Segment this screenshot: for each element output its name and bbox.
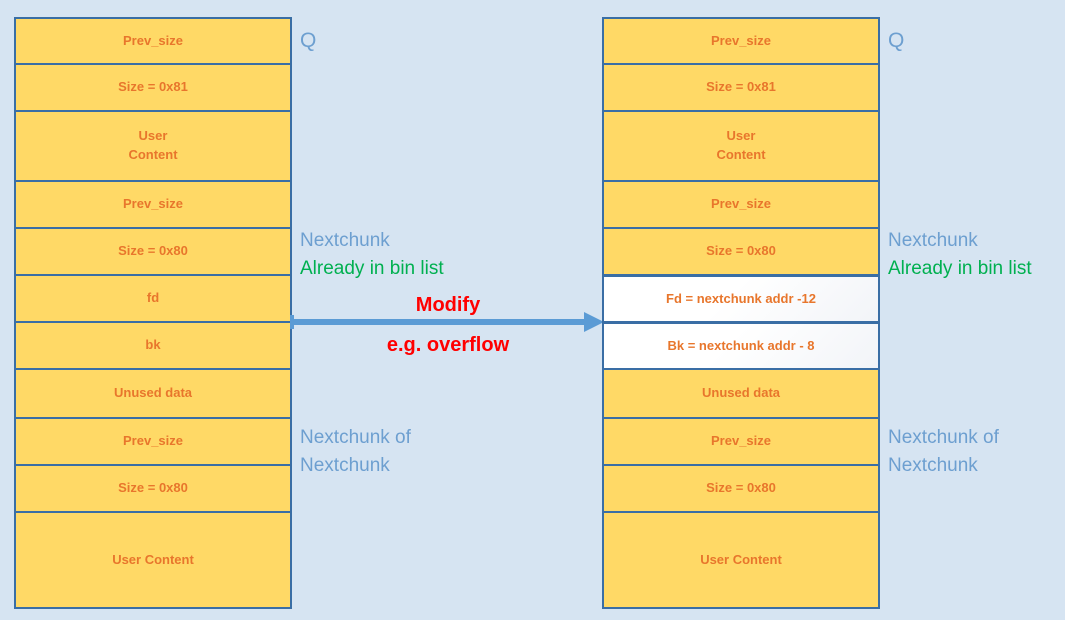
annotation-already-in-bin-list-right: Already in bin list bbox=[888, 258, 1032, 279]
chunk-row: Prev_size bbox=[604, 419, 878, 466]
chunk-row: Size = 0x80 bbox=[604, 466, 878, 513]
chunk-row: User Content bbox=[16, 513, 290, 607]
chunk-row-label: Prev_size bbox=[123, 32, 183, 48]
annotation-nextchunk-left: Nextchunk bbox=[300, 230, 390, 251]
chunk-row-label: Size = 0x80 bbox=[706, 480, 776, 496]
modify-arrow-icon bbox=[290, 312, 604, 332]
chunk-row-label: fd bbox=[146, 290, 160, 306]
annotation-nextchunk-of-nextchunk-right: Nextchunk bbox=[888, 455, 978, 476]
chunk-row-label: Size = 0x80 bbox=[118, 243, 188, 259]
chunk-row-label: User Content bbox=[700, 551, 782, 567]
chunk-row-label: Prev_size bbox=[711, 196, 771, 212]
annotation-nextchunk-of-right: Nextchunk of bbox=[888, 427, 999, 448]
chunk-row-label: Size = 0x81 bbox=[706, 79, 776, 95]
chunk-row-fd: fd bbox=[16, 276, 290, 323]
chunk-row-label: Fd = nextchunk addr -12 bbox=[666, 290, 816, 306]
chunk-row-label: Prev_size bbox=[711, 433, 771, 449]
memory-chunk-after: Prev_size Size = 0x81 User Content Prev_… bbox=[602, 17, 880, 609]
chunk-row: Prev_size bbox=[604, 182, 878, 229]
chunk-row-label: Size = 0x80 bbox=[118, 480, 188, 496]
pointer-label-q-right: Q bbox=[888, 29, 905, 52]
chunk-row: User Content bbox=[604, 513, 878, 607]
annotation-already-in-bin-list-left: Already in bin list bbox=[300, 258, 444, 279]
modify-label: Modify bbox=[415, 294, 481, 316]
chunk-row-bk-overwritten: Bk = nextchunk addr - 8 bbox=[604, 323, 878, 370]
chunk-row-label: Prev_size bbox=[711, 32, 771, 48]
memory-chunk-before: Prev_size Size = 0x81 User Content Prev_… bbox=[14, 17, 292, 609]
annotation-nextchunk-of-nextchunk-left: Nextchunk bbox=[300, 455, 390, 476]
annotation-nextchunk-of-left: Nextchunk of bbox=[300, 427, 411, 448]
chunk-row-label: User Content bbox=[716, 128, 766, 162]
chunk-row: User Content bbox=[604, 112, 878, 182]
chunk-row: Size = 0x81 bbox=[16, 65, 290, 112]
chunk-row-label: Unused data bbox=[113, 385, 192, 401]
chunk-row: Prev_size bbox=[16, 182, 290, 229]
chunk-row-label: User Content bbox=[128, 128, 178, 162]
chunk-row: Unused data bbox=[604, 370, 878, 419]
chunk-row: Prev_size bbox=[16, 419, 290, 466]
chunk-row: User Content bbox=[16, 112, 290, 182]
chunk-row: Size = 0x80 bbox=[16, 229, 290, 276]
chunk-row: Size = 0x80 bbox=[16, 466, 290, 513]
chunk-row: Prev_size bbox=[16, 19, 290, 65]
chunk-row-label: Prev_size bbox=[123, 433, 183, 449]
chunk-row: Size = 0x81 bbox=[604, 65, 878, 112]
chunk-row-label: Bk = nextchunk addr - 8 bbox=[667, 337, 815, 353]
chunk-row-label: bk bbox=[145, 337, 161, 353]
chunk-row-bk: bk bbox=[16, 323, 290, 370]
chunk-row-label: Unused data bbox=[701, 385, 780, 401]
overflow-label: e.g. overflow bbox=[386, 334, 510, 356]
pointer-label-q-left: Q bbox=[300, 29, 317, 52]
chunk-row: Prev_size bbox=[604, 19, 878, 65]
annotation-nextchunk-right: Nextchunk bbox=[888, 230, 978, 251]
chunk-row-label: Size = 0x81 bbox=[118, 79, 188, 95]
chunk-row-label: User Content bbox=[112, 551, 194, 567]
chunk-row-label: Prev_size bbox=[123, 196, 183, 212]
chunk-row: Unused data bbox=[16, 370, 290, 419]
chunk-row-label: Size = 0x80 bbox=[706, 243, 776, 259]
chunk-row-fd-overwritten: Fd = nextchunk addr -12 bbox=[604, 276, 878, 323]
chunk-row: Size = 0x80 bbox=[604, 229, 878, 276]
